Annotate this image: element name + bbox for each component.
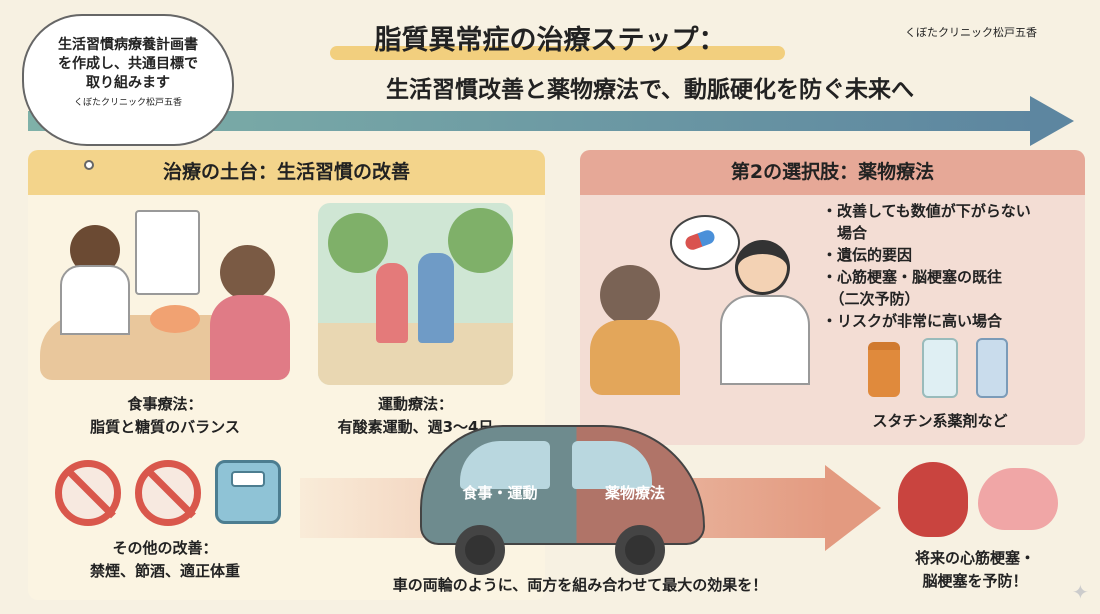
bubble-line: 取り組みます xyxy=(86,75,170,91)
sparkle-icon: ✦ xyxy=(1072,580,1089,604)
title-highlight xyxy=(330,46,785,60)
outcome-caption: 将来の心筋梗塞・ 脳梗塞を予防！ xyxy=(880,547,1070,593)
footer-message: 車の両輪のように、両方を組み合わせて最大の効果を！ xyxy=(392,576,768,594)
car-wheel xyxy=(615,525,665,575)
bubble-line: 生活習慣病療養計画書 xyxy=(58,37,198,53)
timeline-arrow-head xyxy=(1030,96,1074,146)
other-desc: 禁煙、節酒、適正体重 xyxy=(89,562,240,580)
doctor-consultation-illustration xyxy=(590,215,820,395)
no-alcohol-icon xyxy=(135,460,201,526)
bubble-tail xyxy=(84,160,94,170)
diet-desc: 脂質と糖質のバランス xyxy=(90,418,240,436)
medication-criteria-list: ・改善しても数値が下がらない 場合 ・遺伝的要因 ・心筋梗塞・脳梗塞の既往 （二… xyxy=(822,200,1031,332)
car-label-medication: 薬物療法 xyxy=(604,484,665,502)
other-caption: その他の改善： 禁煙、節酒、適正体重 xyxy=(40,537,290,583)
thought-bubble: 生活習慣病療養計画書 を作成し、共通目標で 取り組みます くぼたクリニック松戸五… xyxy=(22,14,234,146)
other-title: その他の改善： xyxy=(112,539,218,557)
lifestyle-panel-title: 治療の土台：生活習慣の改善 xyxy=(28,150,545,195)
diet-title: 食事療法： xyxy=(127,395,203,413)
pill-bottle-icon xyxy=(922,338,958,398)
statin-label: スタチン系薬剤など xyxy=(872,412,1008,430)
criteria-item: ・改善しても数値が下がらない xyxy=(822,202,1031,220)
diet-illustration xyxy=(40,205,290,380)
criteria-item: ・リスクが非常に高い場合 xyxy=(822,312,1003,330)
outcome-line: 脳梗塞を予防！ xyxy=(922,572,1028,590)
criteria-item: ・遺伝的要因 xyxy=(822,246,913,264)
pill-bottle-icon xyxy=(976,338,1008,398)
car-label-lifestyle: 食事・運動 xyxy=(462,484,538,502)
exercise-desc: 有酸素運動、週3〜4日 xyxy=(337,418,494,436)
scale-icon xyxy=(215,460,281,524)
car-wheel xyxy=(455,525,505,575)
medication-panel-title: 第2の選択肢：薬物療法 xyxy=(580,150,1085,195)
page-title: 脂質異常症の治療ステップ： xyxy=(374,25,726,56)
heart-icon xyxy=(898,462,968,537)
exercise-caption: 運動療法： 有酸素運動、週3〜4日 xyxy=(318,393,513,439)
brain-icon xyxy=(978,468,1058,530)
no-smoking-icon xyxy=(55,460,121,526)
combined-arrow-head xyxy=(825,465,881,551)
outcome-line: 将来の心筋梗塞・ xyxy=(914,549,1035,567)
exercise-illustration xyxy=(318,203,513,385)
bubble-clinic: くぼたクリニック松戸五香 xyxy=(73,98,182,108)
criteria-item: 場合 xyxy=(822,224,868,242)
criteria-item: （二次予防） xyxy=(822,290,920,308)
pill-bottle-icon xyxy=(868,342,900,397)
criteria-item: ・心筋梗塞・脳梗塞の既往 xyxy=(822,268,1003,286)
clinic-name: くぼたクリニック松戸五香 xyxy=(905,26,1037,39)
bubble-line: を作成し、共通目標で xyxy=(58,56,198,72)
timeline-arrow xyxy=(28,111,1038,131)
page-subtitle: 生活習慣改善と薬物療法で、動脈硬化を防ぐ未来へ xyxy=(385,77,915,103)
exercise-title: 運動療法： xyxy=(377,395,453,413)
diet-caption: 食事療法： 脂質と糖質のバランス xyxy=(40,393,290,439)
